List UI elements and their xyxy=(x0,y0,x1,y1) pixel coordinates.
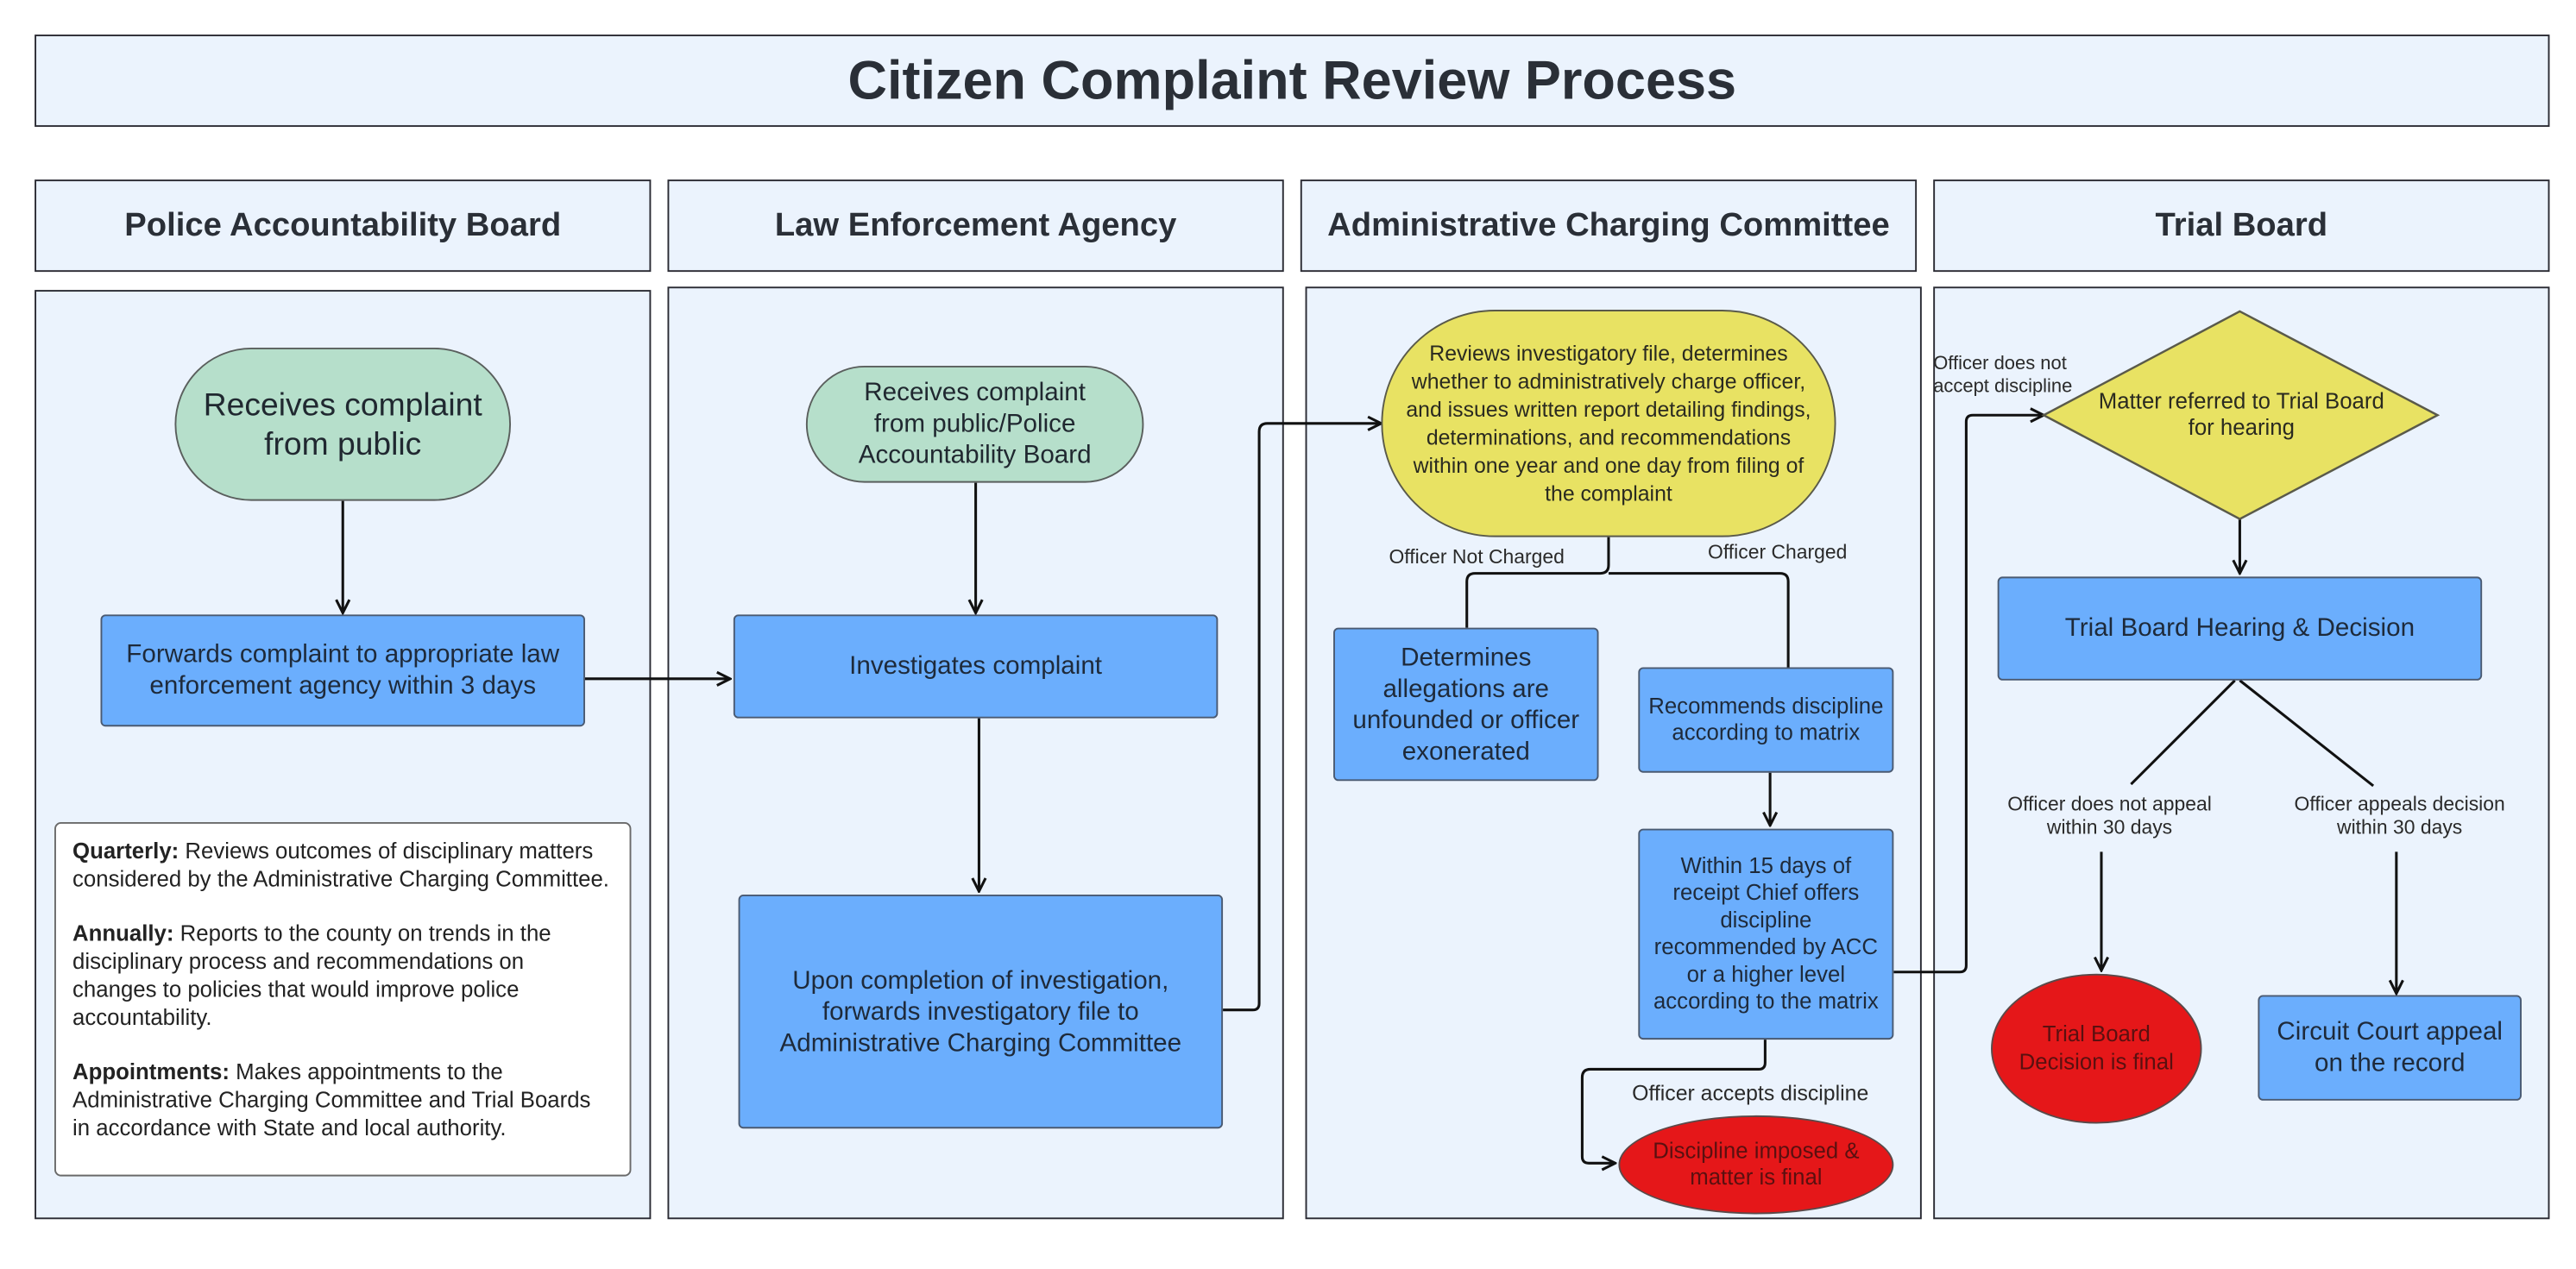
edge-not-charged xyxy=(1465,537,1610,628)
edge-accepts-to-imposed xyxy=(1580,1040,1767,1163)
lane-header-administrative-charging-committee: Administrative Charging Committee xyxy=(1300,179,1918,273)
label-officer-charged: Officer Charged xyxy=(1708,540,1848,564)
lane-header-law-enforcement-agency: Law Enforcement Agency xyxy=(667,179,1284,273)
note-annually: Annually: Reports to the county on trend… xyxy=(72,920,551,1030)
label-officer-not-charged: Officer Not Charged xyxy=(1389,545,1565,569)
label-officer-not-accept-discipline: Officer does not accept discipline xyxy=(1933,354,2073,398)
note-quarterly: Quarterly: Reviews outcomes of disciplin… xyxy=(72,839,609,892)
edge-hearing-no-appeal xyxy=(2130,679,2236,786)
lane-header-trial-board: Trial Board xyxy=(1933,179,2550,273)
lea-investigates-complaint: Investigates complaint xyxy=(733,614,1219,719)
tb-matter-referred: Matter referred to Trial Board for heari… xyxy=(2098,387,2384,440)
tb-circuit-court-appeal: Circuit Court appeal on the record xyxy=(2258,995,2522,1101)
edge-hearing-appeals xyxy=(2239,679,2375,788)
note-appointments: Appointments: Makes appointments to the … xyxy=(72,1059,591,1140)
lane-header-police-accountability-board: Police Accountability Board xyxy=(35,179,652,273)
acc-allegations-unfounded: Determines allegations are unfounded or … xyxy=(1333,627,1599,782)
acc-chief-offers-discipline: Within 15 days of receipt Chief offers d… xyxy=(1638,828,1894,1040)
lea-receives-complaint: Receives complaint from public/Police Ac… xyxy=(805,365,1144,483)
label-officer-appeals: Officer appeals decision within 30 days xyxy=(2294,792,2505,839)
page-title: Citizen Complaint Review Process xyxy=(35,35,2550,128)
lea-forwards-investigatory-file: Upon completion of investigation, forwar… xyxy=(738,895,1224,1129)
decision-diamond-shape xyxy=(2041,310,2441,520)
acc-discipline-imposed: Discipline imposed & matter is final xyxy=(1618,1115,1894,1215)
edge-charged xyxy=(1608,572,1790,668)
pab-duties-notes: Quarterly: Reviews outcomes of disciplin… xyxy=(54,821,632,1177)
tb-decision-final: Trial Board Decision is final xyxy=(1991,973,2202,1124)
pab-forwards-complaint: Forwards complaint to appropriate law en… xyxy=(100,614,585,727)
edge-not-accept-to-trial-board xyxy=(1893,415,2044,974)
acc-reviews-file: Reviews investigatory file, determines w… xyxy=(1381,310,1836,537)
edge-forward-file-to-acc-review xyxy=(1223,424,1381,1012)
tb-hearing-decision: Trial Board Hearing & Decision xyxy=(1997,576,2483,681)
label-officer-accepts-discipline: Officer accepts discipline xyxy=(1632,1080,1869,1106)
acc-recommends-discipline: Recommends discipline according to matri… xyxy=(1638,667,1894,773)
pab-receives-complaint: Receives complaint from public xyxy=(174,347,512,501)
label-officer-no-appeal: Officer does not appeal within 30 days xyxy=(2007,792,2212,839)
